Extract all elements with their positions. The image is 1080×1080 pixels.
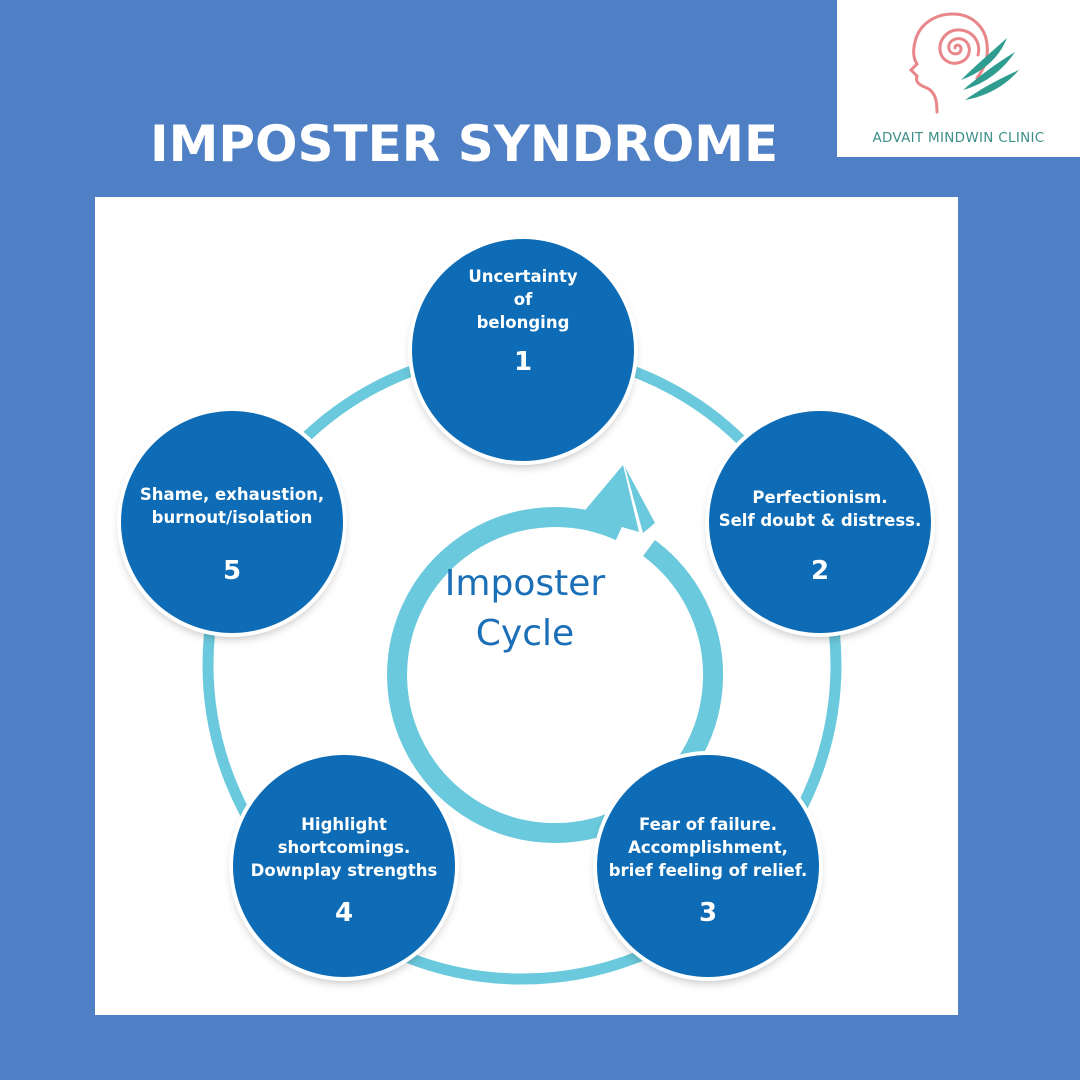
clinic-name: ADVAIT MINDWIN CLINIC <box>872 130 1045 146</box>
cycle-node-4: Highlight shortcomings. Downplay strengt… <box>233 755 455 977</box>
cycle-arrow-head-icon <box>581 465 639 532</box>
cycle-node-label: Highlight shortcomings. Downplay strengt… <box>250 815 438 880</box>
cycle-node-label: Shame, exhaustion, burnout/isolation <box>139 485 325 527</box>
cycle-node-2: Perfectionism. Self doubt & distress. 2 <box>709 411 931 633</box>
cycle-node-1: Uncertainty of belonging 1 <box>412 239 634 461</box>
clinic-logo: ADVAIT MINDWIN CLINIC <box>837 0 1080 157</box>
center-label: Imposter Cycle <box>444 563 606 654</box>
head-spiral-leaf-icon <box>908 12 1019 114</box>
cycle-node-number: 5 <box>222 556 242 586</box>
cycle-node-5: Shame, exhaustion, burnout/isolation 5 <box>121 411 343 633</box>
cycle-node-label: Uncertainty of belonging <box>468 267 578 332</box>
cycle-node-label: Perfectionism. Self doubt & distress. <box>718 488 922 530</box>
cycle-arrow-arc <box>387 507 724 844</box>
cycle-node-number: 1 <box>513 347 533 377</box>
cycle-node-number: 4 <box>334 898 354 928</box>
cycle-node-number: 2 <box>810 556 830 586</box>
cycle-node-3: Fear of failure. Accomplishment, brief f… <box>597 755 819 977</box>
page-title: IMPOSTER SYNDROME <box>150 115 779 173</box>
imposter-cycle-diagram: Imposter Cycle Uncertainty of belonging … <box>95 197 958 1015</box>
cycle-node-number: 3 <box>698 898 718 928</box>
cycle-node-label: Fear of failure. Accomplishment, brief f… <box>608 815 808 880</box>
